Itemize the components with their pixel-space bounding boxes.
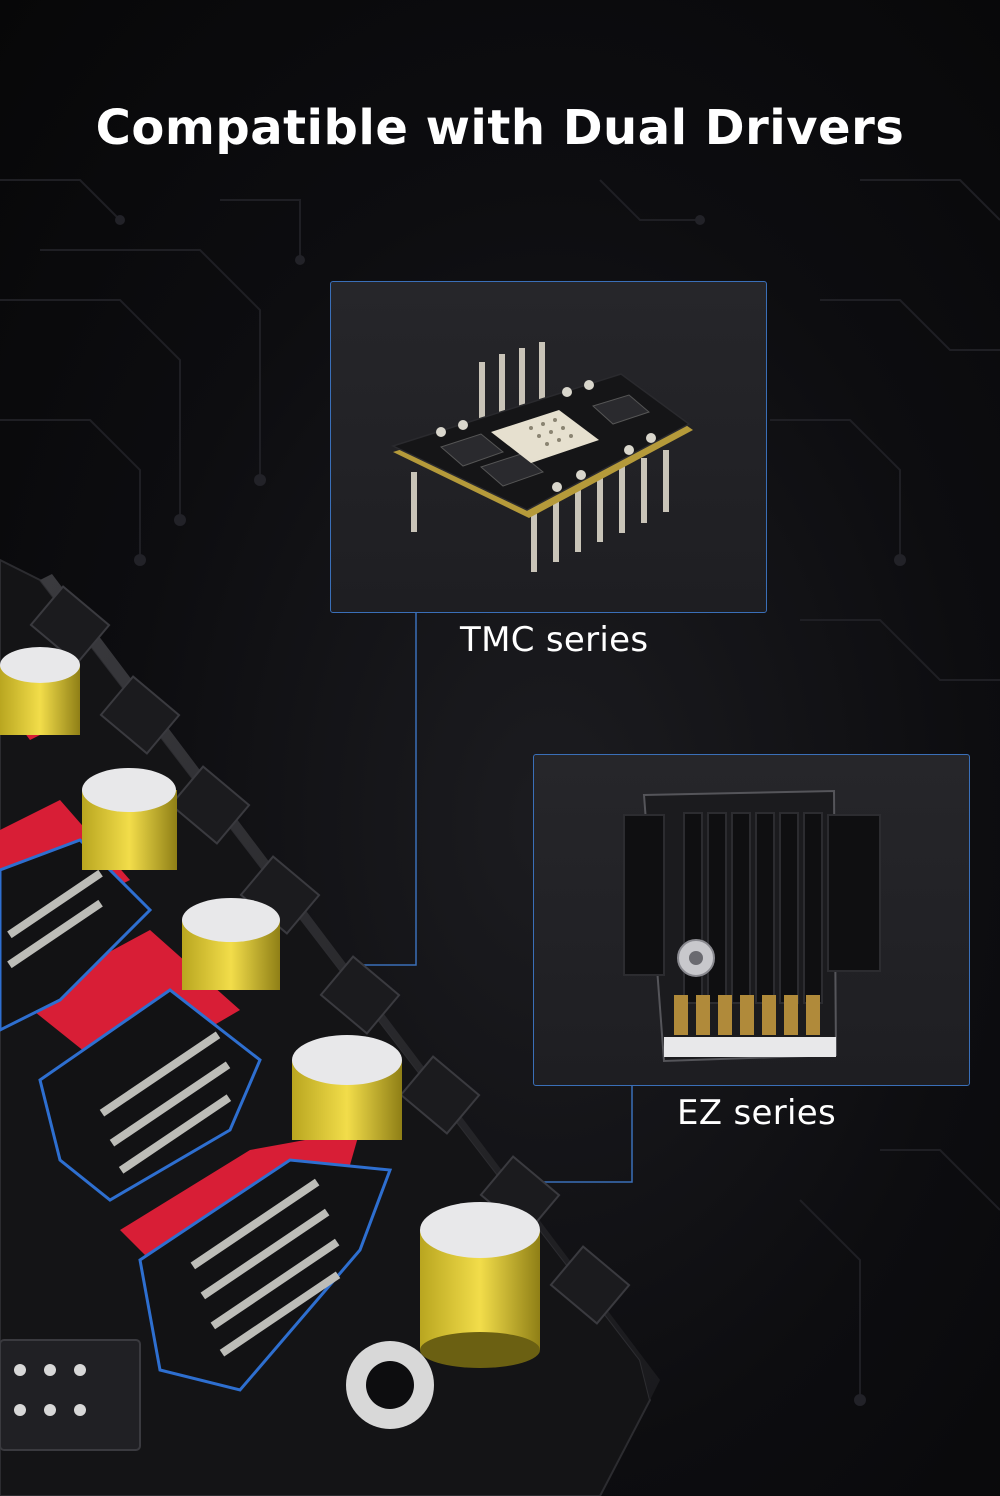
tmc-driver-module-icon (390, 342, 693, 572)
ez-driver-panel (533, 754, 970, 1086)
tmc-driver-panel (330, 281, 767, 613)
ez-series-caption: EZ series (677, 1093, 836, 1133)
ez-driver-module-icon (623, 789, 881, 1063)
page-title: Compatible with Dual Drivers (95, 100, 905, 156)
tmc-series-caption: TMC series (460, 620, 649, 660)
